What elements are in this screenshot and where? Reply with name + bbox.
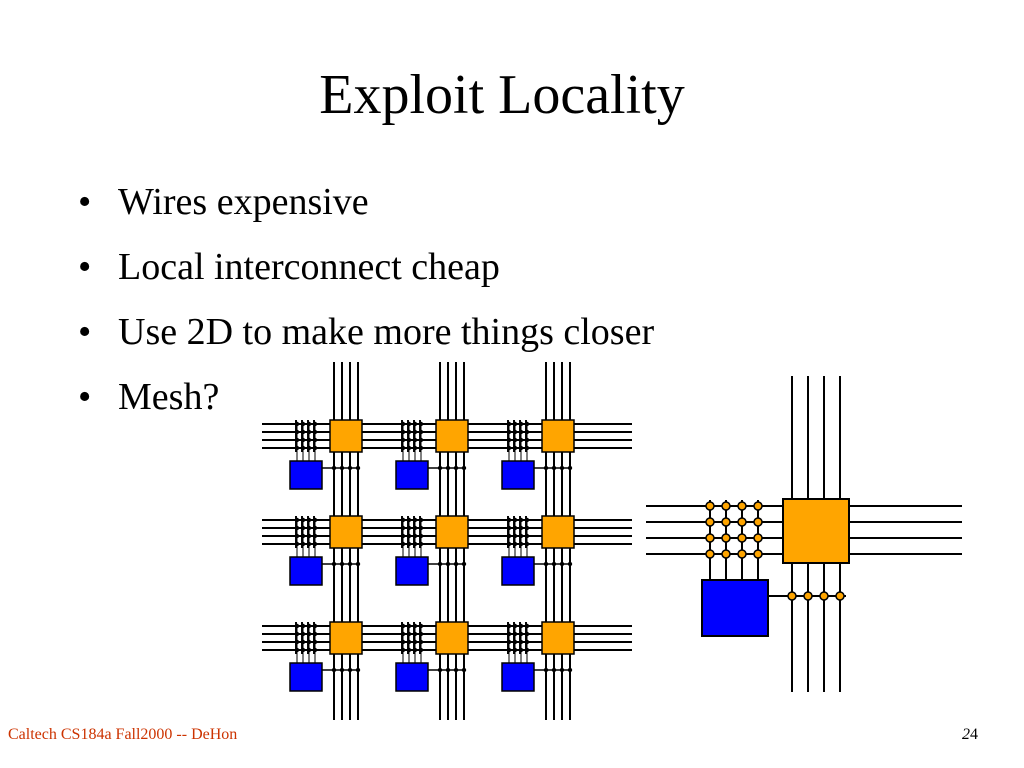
switch-point (721, 533, 731, 543)
connection-point (445, 465, 451, 471)
connection-point (339, 561, 345, 567)
connection-point (437, 465, 443, 471)
logic-block (501, 556, 535, 586)
mesh-tile-detail (646, 376, 962, 692)
switch-block (329, 621, 363, 655)
connection-point (331, 667, 337, 673)
logic-block (701, 579, 769, 637)
switch-point (737, 501, 747, 511)
switch-point (753, 549, 763, 559)
connection-point (331, 561, 337, 567)
connection-point (559, 561, 565, 567)
connection-point (835, 591, 845, 601)
connection-point (559, 465, 565, 471)
connection-point (339, 667, 345, 673)
switch-block (435, 515, 469, 549)
logic-block (501, 662, 535, 692)
connection-point (437, 561, 443, 567)
switch-point (737, 549, 747, 559)
bullet-item: •Wires expensive (78, 181, 369, 223)
switch-block (435, 419, 469, 453)
switch-block (782, 498, 850, 564)
connection-point (453, 667, 459, 673)
connection-point (543, 465, 549, 471)
connection-point (803, 591, 813, 601)
switch-point (705, 549, 715, 559)
connection-point (543, 561, 549, 567)
connection-point (551, 561, 557, 567)
connection-point (567, 561, 573, 567)
connection-point (567, 667, 573, 673)
logic-block (289, 556, 323, 586)
logic-block (501, 460, 535, 490)
connection-point (551, 667, 557, 673)
connection-point (347, 561, 353, 567)
connection-point (445, 561, 451, 567)
bullet-list: •Wires expensive •Local interconnect che… (78, 170, 654, 430)
switch-point (753, 501, 763, 511)
bullet-item: •Mesh? (78, 376, 220, 418)
logic-block (395, 556, 429, 586)
connection-point (559, 667, 565, 673)
footer-course: Caltech CS184a Fall2000 -- DeHon (8, 726, 238, 743)
logic-block (289, 460, 323, 490)
connection-point (355, 561, 361, 567)
switch-block (541, 621, 575, 655)
bullet-item: •Local interconnect cheap (78, 246, 500, 288)
connection-point (461, 667, 467, 673)
switch-point (705, 533, 715, 543)
logic-block (395, 662, 429, 692)
switch-point (721, 501, 731, 511)
mesh-grid (262, 362, 632, 720)
switch-point (753, 533, 763, 543)
switch-point (737, 533, 747, 543)
connection-point (355, 667, 361, 673)
connection-point (339, 465, 345, 471)
switch-point (721, 517, 731, 527)
connection-point (461, 561, 467, 567)
connection-point (551, 465, 557, 471)
connection-point (787, 591, 797, 601)
switch-point (721, 549, 731, 559)
page-number: 24 (962, 726, 978, 743)
switch-point (705, 501, 715, 511)
connection-point (347, 465, 353, 471)
logic-block (395, 460, 429, 490)
switch-point (737, 517, 747, 527)
connection-point (461, 465, 467, 471)
connection-point (567, 465, 573, 471)
bullet-item: •Use 2D to make more things closer (78, 311, 655, 353)
switch-point (705, 517, 715, 527)
connection-point (355, 465, 361, 471)
connection-point (347, 667, 353, 673)
switch-point (753, 517, 763, 527)
switch-block (435, 621, 469, 655)
switch-block (329, 515, 363, 549)
switch-block (329, 419, 363, 453)
connection-point (543, 667, 549, 673)
switch-block (541, 419, 575, 453)
connection-point (331, 465, 337, 471)
slide-title: Exploit Locality (319, 64, 685, 126)
connection-point (819, 591, 829, 601)
connection-point (453, 465, 459, 471)
switch-block (541, 515, 575, 549)
logic-block (289, 662, 323, 692)
connection-point (453, 561, 459, 567)
connection-point (437, 667, 443, 673)
connection-point (445, 667, 451, 673)
